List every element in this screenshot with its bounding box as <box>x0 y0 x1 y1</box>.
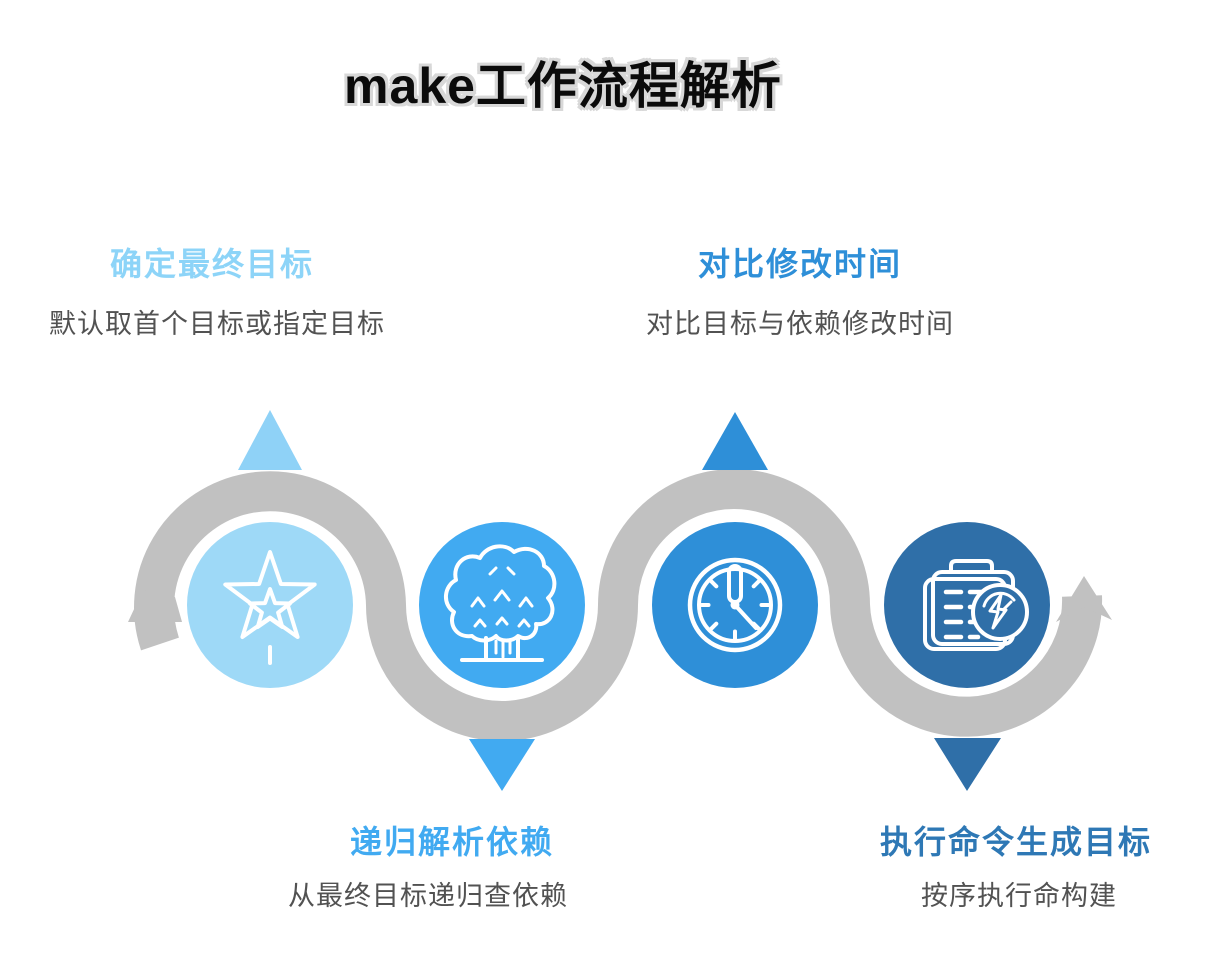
clipboard-sync-icon <box>923 559 1029 651</box>
step1-up-triangle <box>238 410 302 470</box>
step2-down-triangle <box>469 739 535 791</box>
step1-description: 默认取首个目标或指定目标 <box>49 309 385 339</box>
step4-label: 执行命令生成目标 <box>879 824 1153 860</box>
step2-description: 从最终目标递归查依赖 <box>288 881 568 911</box>
step1-circle <box>187 522 353 688</box>
flow-path <box>134 469 1103 741</box>
step4-description: 按序执行命构建 <box>921 881 1117 911</box>
step1-label: 确定最终目标 <box>109 246 315 282</box>
step3-up-triangle <box>702 412 768 470</box>
step3-label: 对比修改时间 <box>697 246 903 282</box>
flow-path-tail <box>128 590 182 622</box>
step3-description: 对比目标与依赖修改时间 <box>646 309 954 339</box>
clock-icon <box>687 557 783 653</box>
step4-down-triangle <box>934 738 1001 791</box>
page-title: make工作流程解析 <box>344 58 782 114</box>
step2-label: 递归解析依赖 <box>349 824 555 860</box>
flow-arrowhead-icon <box>1056 576 1112 622</box>
star-icon <box>223 550 317 665</box>
tree-icon <box>444 544 557 662</box>
